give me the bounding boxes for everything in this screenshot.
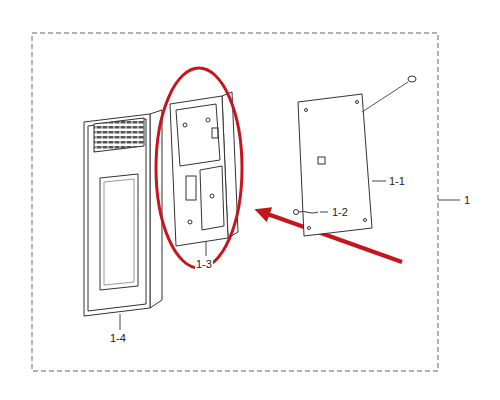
assembly-boundary bbox=[32, 33, 438, 371]
control-bracket bbox=[170, 92, 238, 256]
callout-number: 1-1 bbox=[388, 175, 406, 188]
cover-plate bbox=[298, 76, 416, 236]
highlight-ellipse bbox=[156, 68, 242, 268]
callout-number: 1-3 bbox=[195, 258, 213, 271]
ground-wire bbox=[294, 210, 329, 215]
callout-number: 1-4 bbox=[109, 332, 127, 345]
leader-line bbox=[438, 200, 460, 201]
door-panel bbox=[84, 110, 162, 330]
assembly-number: 1 bbox=[463, 194, 471, 207]
callout-number: 1-2 bbox=[331, 206, 349, 219]
